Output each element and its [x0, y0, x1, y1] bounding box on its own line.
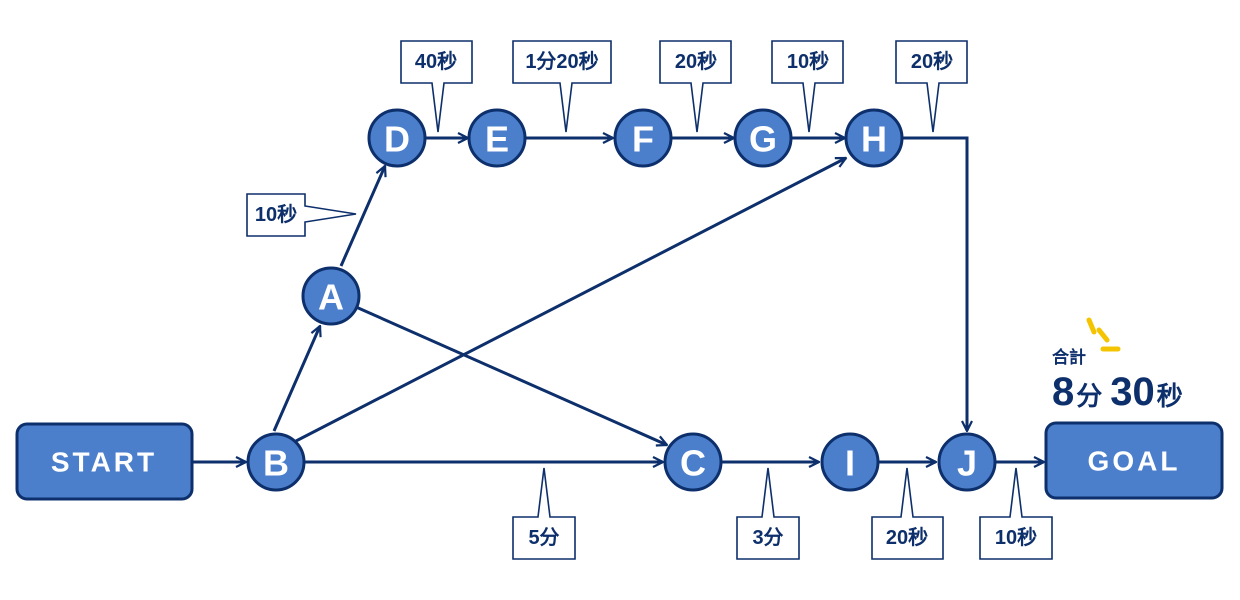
edge-a-c — [355, 305, 667, 445]
duration-label-h-j: 20秒 — [895, 40, 968, 133]
edge-a-d — [339, 166, 385, 267]
node-h-label: H — [861, 119, 887, 160]
duration-label-i-j: 20秒 — [871, 467, 944, 560]
node-h: H — [844, 108, 904, 168]
total-minutes: 8 — [1052, 370, 1074, 414]
duration-label-e-f: 1分20秒 — [512, 40, 612, 133]
node-a: A — [301, 266, 361, 326]
total-value: 8分 30秒 — [1052, 370, 1183, 414]
duration-d-e-text: 40秒 — [415, 49, 457, 73]
node-g: G — [733, 108, 793, 168]
node-j: J — [937, 432, 997, 492]
node-i-label: I — [845, 443, 855, 484]
duration-e-f-text: 1分20秒 — [525, 49, 598, 73]
node-f-label: F — [632, 119, 654, 160]
total-label: 合計 — [1052, 347, 1086, 367]
duration-label-b-c: 5分 — [512, 467, 576, 560]
node-f: F — [613, 108, 673, 168]
total-minutes-unit: 分 — [1076, 381, 1102, 411]
goal-box: GOAL — [1044, 421, 1224, 500]
node-j-label: J — [957, 443, 977, 484]
duration-label-a-d: 10秒 — [246, 193, 357, 237]
nodes: A B C D E F G H I J — [246, 108, 997, 492]
node-a-label: A — [318, 277, 344, 318]
edge-b-a — [272, 326, 320, 432]
duration-f-g-text: 20秒 — [675, 49, 717, 73]
node-i: I — [820, 432, 880, 492]
goal-label: GOAL — [1088, 446, 1181, 477]
node-e-label: E — [485, 119, 509, 160]
duration-label-f-g: 20秒 — [659, 40, 732, 133]
node-b-label: B — [263, 443, 289, 484]
start-box: START — [15, 422, 194, 501]
node-g-label: G — [749, 119, 777, 160]
total-time: 合計 8分 30秒 — [1052, 317, 1183, 414]
node-c: C — [663, 432, 723, 492]
duration-label-g-h: 10秒 — [771, 40, 844, 133]
edges — [193, 138, 1044, 462]
total-seconds: 30 — [1110, 370, 1155, 414]
duration-b-c-text: 5分 — [528, 526, 559, 549]
node-b: B — [246, 432, 306, 492]
duration-labels: 10秒 40秒 1分20秒 20秒 10秒 20秒 5分 3分 — [246, 40, 1053, 560]
duration-label-c-i: 3分 — [736, 467, 800, 560]
duration-g-h-text: 10秒 — [787, 49, 829, 73]
duration-j-goal-text: 10秒 — [995, 525, 1037, 549]
edge-h-j — [903, 136, 967, 431]
node-d: D — [367, 108, 427, 168]
node-e: E — [467, 108, 527, 168]
node-d-label: D — [384, 119, 410, 160]
duration-a-d-text: 10秒 — [255, 202, 297, 226]
duration-label-d-e: 40秒 — [400, 40, 473, 133]
duration-label-j-goal: 10秒 — [979, 467, 1053, 560]
edge-b-h — [295, 156, 846, 443]
node-c-label: C — [680, 443, 706, 484]
duration-h-j-text: 20秒 — [911, 49, 953, 73]
total-seconds-unit: 秒 — [1157, 381, 1183, 411]
duration-c-i-text: 3分 — [752, 526, 783, 549]
duration-i-j-text: 20秒 — [886, 525, 928, 549]
start-label: START — [51, 447, 157, 478]
sparkle-icon — [1086, 317, 1121, 352]
